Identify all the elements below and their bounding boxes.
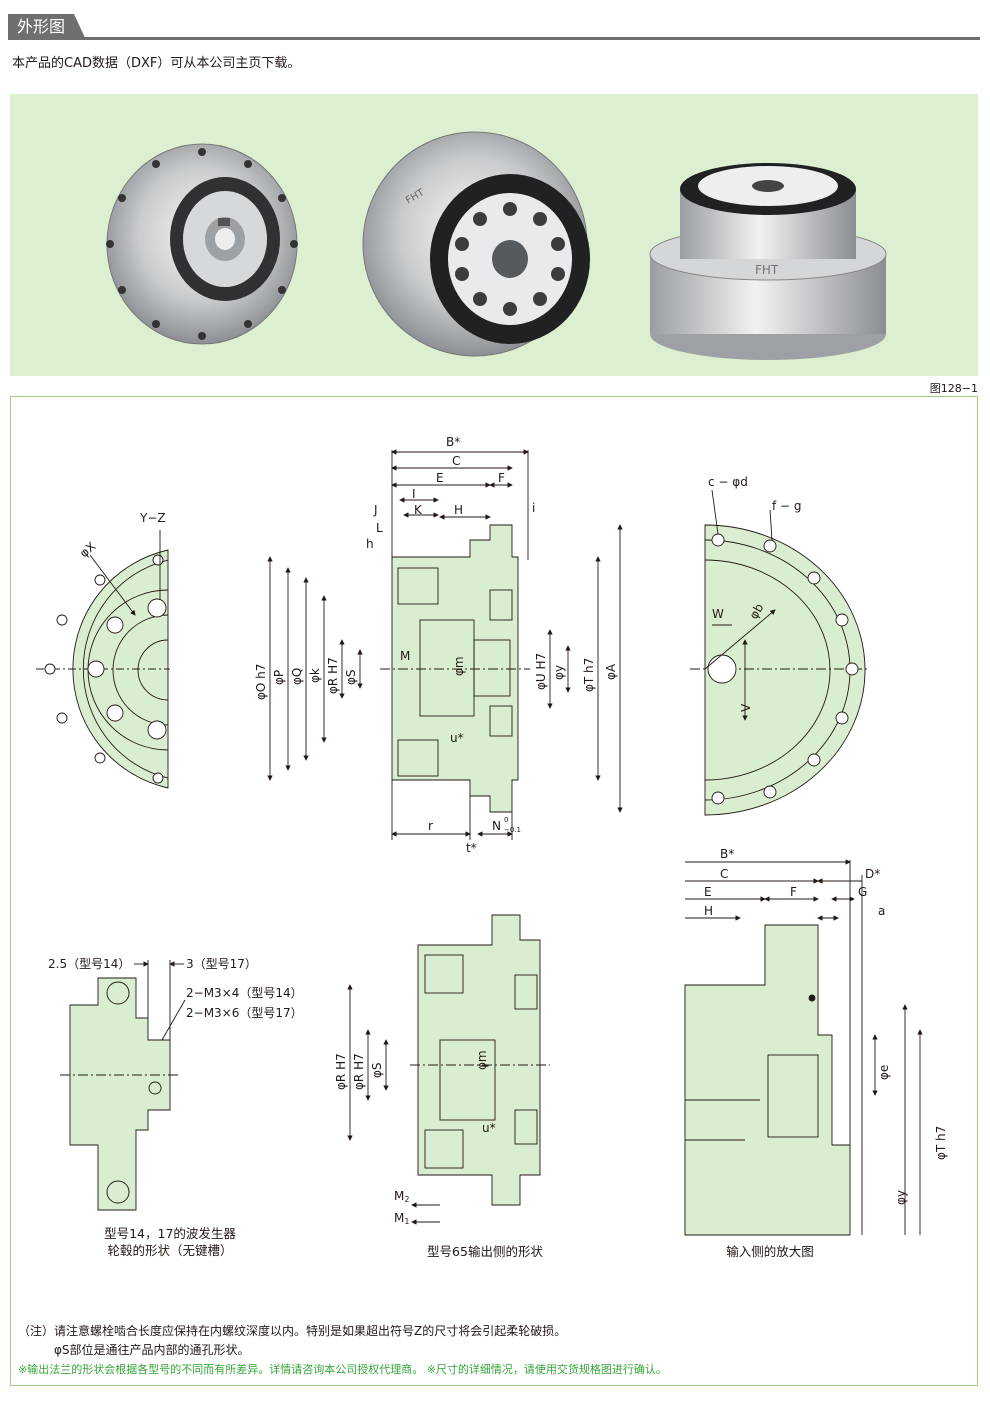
hub-view: 2.5（型号14） 3（型号17） 2−M3×4（型号14） 2−M3×6（型号… — [48, 957, 303, 1211]
input-caption: 输入侧的放大图 — [726, 1244, 814, 1259]
m65-label-phis: φS — [370, 1062, 384, 1078]
m65-label-phir1: φR H7 — [334, 1053, 348, 1090]
label-phis: φS — [344, 669, 358, 685]
in-label-g: G — [858, 885, 867, 899]
left-end-view: Y−Z φX — [36, 511, 170, 789]
label-phip: φP — [272, 670, 286, 685]
label-phio: φO h7 — [254, 664, 268, 700]
intro-text: 本产品的CAD数据（DXF）可从本公司主页下载。 — [12, 56, 301, 71]
label-fg: f − g — [772, 499, 802, 513]
label-w: W — [712, 607, 724, 621]
label-j: J — [373, 503, 378, 517]
hub-caption-line1: 型号14，17的波发生器 — [104, 1226, 236, 1241]
photo-side-view: FHT — [649, 163, 887, 360]
label-yz: Y−Z — [139, 511, 166, 525]
input-side-view: B* C D* E F G H a φe φT h7 φy — [684, 847, 948, 1236]
m65-label-m1: M1 — [394, 1211, 409, 1226]
hub-label-a: 2.5（型号14） — [48, 957, 130, 971]
m65-label-phir2: φR H7 — [352, 1053, 366, 1090]
label-l: L — [376, 521, 383, 535]
photo-oblique-view: FHT — [362, 131, 590, 357]
label-cd: c − φd — [708, 475, 748, 489]
hub-label-d: 2−M3×6（型号17） — [186, 1006, 303, 1020]
in-label-e: E — [704, 885, 712, 899]
label-t-star: t* — [466, 841, 477, 855]
label-r: r — [428, 819, 433, 833]
section-tab-label: 外形图 — [16, 17, 65, 36]
product-photos: FHT FHT — [106, 131, 887, 360]
in-label-phit: φT h7 — [934, 1126, 948, 1160]
in-label-b-star: B* — [720, 847, 734, 861]
label-phiy: φy — [552, 665, 566, 680]
label-phiq: φQ — [290, 668, 304, 685]
in-label-f: F — [790, 885, 797, 899]
label-m: M — [400, 649, 410, 663]
m65-label-m2: M2 — [394, 1189, 409, 1204]
center-section-view: B* C E F I J K H L h i φO h7 φP φQ φk φR… — [254, 435, 623, 855]
m65-label-u-star: u* — [482, 1121, 496, 1135]
label-k: K — [414, 503, 423, 517]
m65-label-phim: φm — [475, 1050, 489, 1070]
label-phix: φX — [77, 539, 98, 560]
note-line2: φS部位是通往产品内部的通孔形状。 — [54, 1343, 250, 1357]
label-b-star: B* — [446, 435, 460, 449]
photo-front-view — [106, 143, 298, 345]
in-label-phie: φe — [877, 1065, 891, 1080]
section-tab: 外形图 — [8, 14, 86, 40]
model65-view: φR H7 φR H7 φS φm u* M2 M1 — [334, 914, 550, 1226]
in-label-a: a — [878, 904, 885, 918]
label-phiu: φU H7 — [534, 653, 548, 690]
label-phik: φk — [308, 668, 322, 683]
in-label-h: H — [704, 904, 713, 918]
hub-label-b: 3（型号17） — [186, 957, 257, 971]
model65-caption: 型号65输出侧的形状 — [427, 1244, 543, 1259]
label-n-tol-bottom: −0.1 — [504, 826, 521, 834]
note-line3: ※输出法兰的形状会根据各型号的不同而有所差异。详情请咨询本公司授权代理商。 ※尺… — [18, 1363, 667, 1376]
label-phia: φA — [604, 663, 618, 680]
hub-caption-line2: 轮毂的形状（无键槽） — [107, 1243, 233, 1258]
label-h-upper: H — [454, 503, 463, 517]
hub-caption: 型号14，17的波发生器 轮毂的形状（无键槽） — [80, 1225, 260, 1259]
photo3-logo: FHT — [755, 263, 779, 277]
label-i: I — [412, 487, 416, 501]
figure-number: 图128−1 — [929, 382, 978, 395]
label-n-tol-top: 0 — [504, 816, 508, 824]
in-label-d-star: D* — [865, 867, 880, 881]
label-i-lower: i — [532, 501, 535, 515]
label-phim: φm — [452, 656, 466, 676]
label-h-lower: h — [366, 537, 374, 551]
label-v: V — [739, 703, 753, 712]
right-end-view: c − φd f − g W φb V — [690, 475, 870, 816]
label-e: E — [436, 471, 444, 485]
in-label-phiy: φy — [894, 1190, 908, 1205]
label-n: N — [492, 819, 501, 833]
label-f: F — [498, 471, 505, 485]
in-label-c: C — [720, 867, 728, 881]
header-rule — [8, 37, 980, 40]
label-u-star: u* — [450, 731, 464, 745]
hub-label-c: 2−M3×4（型号14） — [186, 986, 303, 1000]
drawing-frame — [10, 396, 978, 1386]
label-phib: φb — [746, 601, 766, 621]
label-phir: φR H7 — [326, 657, 340, 694]
label-c: C — [452, 454, 460, 468]
product-photo-band: FHT FHT — [10, 94, 978, 376]
note-line1: （注）请注意螺栓啮合长度应保持在内螺纹深度以内。特别是如果超出符号Z的尺寸将会引… — [18, 1324, 567, 1338]
label-phit: φT h7 — [582, 658, 596, 692]
